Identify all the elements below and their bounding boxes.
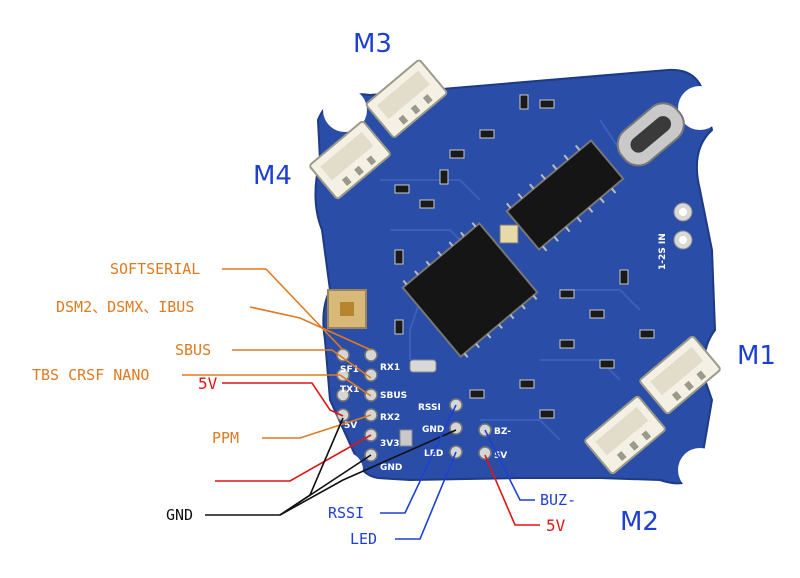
uart-pad-rows: SF1 RX1 TX1 SBUS 5V RX2 3V3 GND: [336, 348, 407, 473]
line-led: [395, 451, 457, 540]
callout-ppm: PPM: [212, 429, 239, 447]
motor-connector-m3: [365, 59, 448, 138]
mount-hole-tl: [323, 88, 367, 132]
callout-tbs: TBS CRSF NANO: [32, 366, 149, 384]
callout-lines: [182, 268, 540, 540]
silk-gnd: GND: [380, 463, 402, 473]
line-sbus: [232, 349, 372, 379]
line-buz: [484, 429, 535, 501]
motor-connector-m1: [639, 335, 721, 415]
callout-rssi: RSSI: [328, 504, 364, 522]
capacitor: [399, 429, 413, 447]
callout-gnd: GND: [166, 506, 193, 524]
silk-bz: BZ-: [494, 427, 511, 437]
motor-label-m3: M3: [353, 29, 392, 59]
sensor-chip: [499, 224, 519, 244]
silk-rx1: RX1: [380, 363, 400, 373]
pcb-board: 1-2S IN SF1 RX1 TX1 SBUS 5V RX2 3: [314, 68, 722, 492]
silk-rx2: RX2: [380, 413, 400, 423]
crystal: [409, 359, 437, 373]
power-pads: 1-2S IN: [658, 202, 693, 270]
usb-c-port: [616, 102, 685, 167]
line-gnd-b: [279, 429, 457, 516]
line-softserial: [222, 268, 344, 351]
line-rssi: [380, 404, 457, 514]
silk-5v: 5V: [344, 421, 357, 431]
silk-3v3: 3V3: [380, 439, 400, 449]
callout-buz: BUZ-: [540, 491, 576, 509]
line-gnd-c: [279, 417, 344, 516]
uart-chip: [505, 139, 625, 252]
mount-hole-tr: [678, 86, 722, 130]
callout-led: LED: [350, 530, 377, 548]
line-5v-left: [222, 382, 344, 417]
line-5v-lower: [215, 434, 372, 482]
line-tbs: [182, 374, 372, 397]
silk-rssi: RSSI: [418, 403, 441, 413]
callout-5v-left: 5V: [198, 374, 218, 393]
motor-connector-m4: [309, 120, 391, 200]
line-dsm: [249, 306, 372, 351]
callout-sbus: SBUS: [175, 341, 211, 359]
boot-button: [327, 289, 367, 329]
line-ppm: [262, 414, 372, 439]
silk-tx1: TX1: [340, 385, 359, 395]
silk-5v-b: 5V: [494, 451, 507, 461]
silk-gnd2: GND: [422, 425, 444, 435]
motor-label-m4: M4: [253, 161, 292, 191]
power-input-silk: 1-2S IN: [658, 233, 668, 270]
motor-label-m2: M2: [620, 507, 659, 537]
mcu-chip: [401, 221, 539, 359]
silk-sf1: SF1: [340, 365, 359, 375]
smd-components: [394, 94, 655, 419]
callout-dsm: DSM2、DSMX、IBUS: [56, 298, 194, 316]
motor-label-m1: M1: [737, 341, 776, 371]
mount-hole-br: [678, 448, 722, 492]
line-5v-bottom: [484, 454, 540, 526]
motor-connector-m2: [584, 395, 666, 475]
callout-softserial: SOFTSERIAL: [110, 260, 200, 278]
silk-sbus: SBUS: [380, 391, 407, 401]
callout-5v-bottom: 5V: [546, 516, 566, 535]
